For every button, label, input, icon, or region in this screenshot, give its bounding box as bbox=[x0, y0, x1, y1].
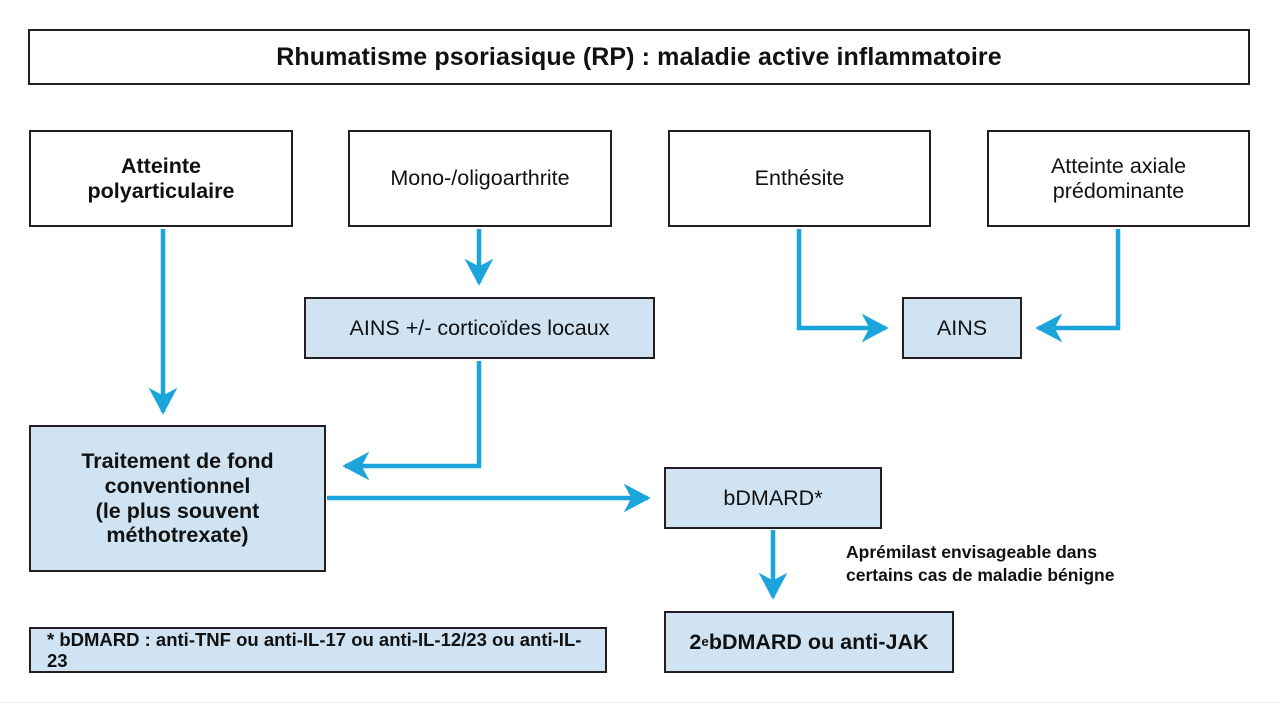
node-ains: AINS bbox=[902, 297, 1022, 359]
node-atteinte-polyarticulaire: Atteinte polyarticulaire bbox=[29, 130, 293, 227]
footnote-bdmard-definition: * bDMARD : anti-TNF ou anti-IL-17 ou ant… bbox=[29, 627, 607, 673]
node-ains-corticoides-locaux: AINS +/- corticoïdes locaux bbox=[304, 297, 655, 359]
annotation-apremilast: Aprémilast envisageable dans certains ca… bbox=[846, 542, 1115, 586]
bottom-divider bbox=[0, 702, 1280, 703]
node-bdmard: bDMARD* bbox=[664, 467, 882, 529]
node-enthesite: Enthésite bbox=[668, 130, 931, 227]
arrow-ainscortico-to-traitement bbox=[342, 361, 482, 481]
page-title: Rhumatisme psoriasique (RP) : maladie ac… bbox=[28, 29, 1250, 85]
node-traitement-de-fond: Traitement de fond conventionnel (le plu… bbox=[29, 425, 326, 572]
node-atteinte-axiale: Atteinte axiale prédominante bbox=[987, 130, 1250, 227]
second-bdmard-number: 2 bbox=[689, 629, 702, 654]
arrow-enthesite-to-ains bbox=[796, 229, 889, 343]
arrow-axiale-to-ains bbox=[1035, 229, 1121, 343]
node-mono-oligoarthrite: Mono-/oligoarthrite bbox=[348, 130, 612, 227]
second-bdmard-label: bDMARD ou anti-JAK bbox=[708, 629, 929, 654]
